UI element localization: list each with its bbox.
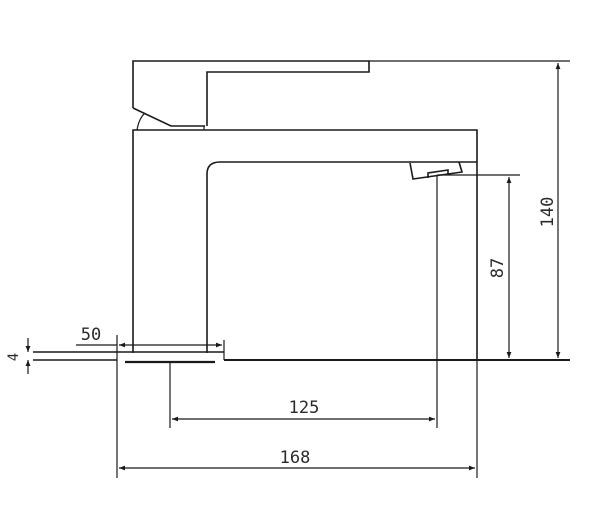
dimension-base-width: 50	[76, 325, 222, 348]
faucet-body	[132, 129, 478, 360]
dimension-total-height: 140	[538, 63, 561, 358]
aerator	[409, 161, 464, 180]
dimension-50-label: 50	[81, 325, 101, 345]
extension-lines	[116, 60, 570, 478]
dimension-125-label: 125	[289, 398, 320, 418]
dimension-140-label: 140	[538, 197, 558, 228]
dimension-4-label: 4	[6, 353, 22, 361]
dimension-168-label: 168	[280, 448, 311, 468]
base-plate	[33, 340, 570, 364]
dimension-87-label: 87	[488, 258, 508, 278]
dimension-spout-height: 87	[488, 177, 512, 358]
dimension-base-thickness: 4	[6, 338, 31, 374]
faucet-handle	[132, 60, 370, 131]
dimension-total-length: 168	[119, 448, 475, 471]
dimension-spout-reach: 125	[172, 398, 435, 422]
